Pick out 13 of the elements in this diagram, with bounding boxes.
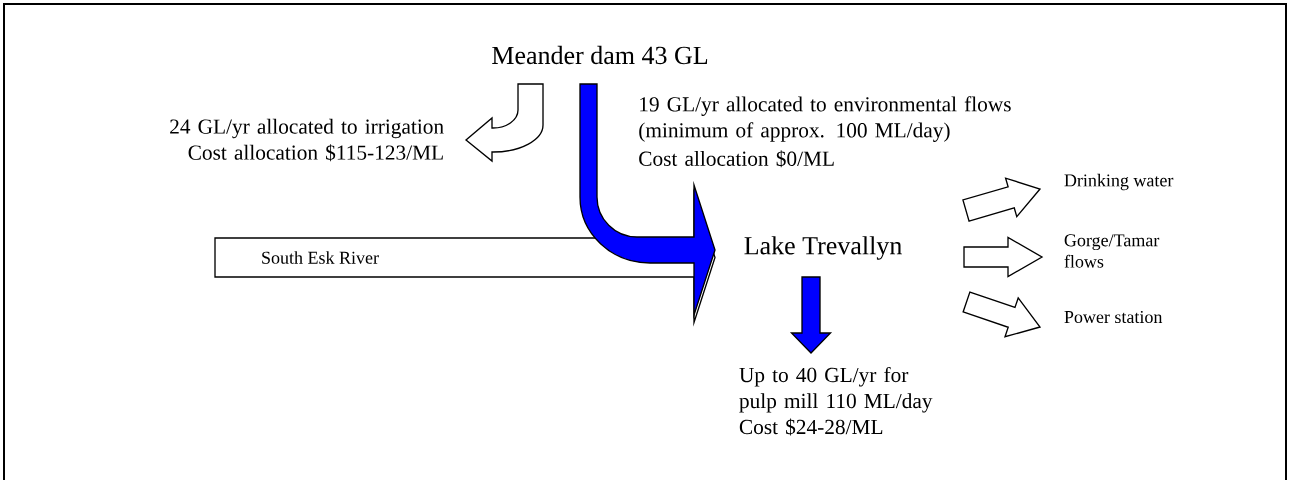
dam-label: Meander dam 43 GL (492, 45, 708, 65)
outflow-label: Drinking water (1064, 173, 1174, 191)
flow-note: 19 GL/yr allocated to environmental flows (minimum of approx. 100 ML/day) (639, 96, 1011, 142)
outflow-label: Gorge/Tamar flows (1064, 234, 1160, 268)
flow-arrow (465, 83, 544, 162)
flow-label: 24 GL/yr allocated to irrigation Cost allocation $115-123/ML (170, 118, 444, 162)
flow-arrow (789, 276, 833, 354)
outflow-label: Power station (1064, 310, 1163, 324)
flow-arrow (963, 236, 1044, 278)
flow-arrow (962, 177, 1042, 222)
lake-label: Lake Trevallyn (744, 236, 902, 260)
flow-arrow (962, 291, 1042, 338)
flow-label: Up to 40 GL/yr for pulp mill 110 ML/day Cost $24-28/ML (739, 366, 933, 436)
